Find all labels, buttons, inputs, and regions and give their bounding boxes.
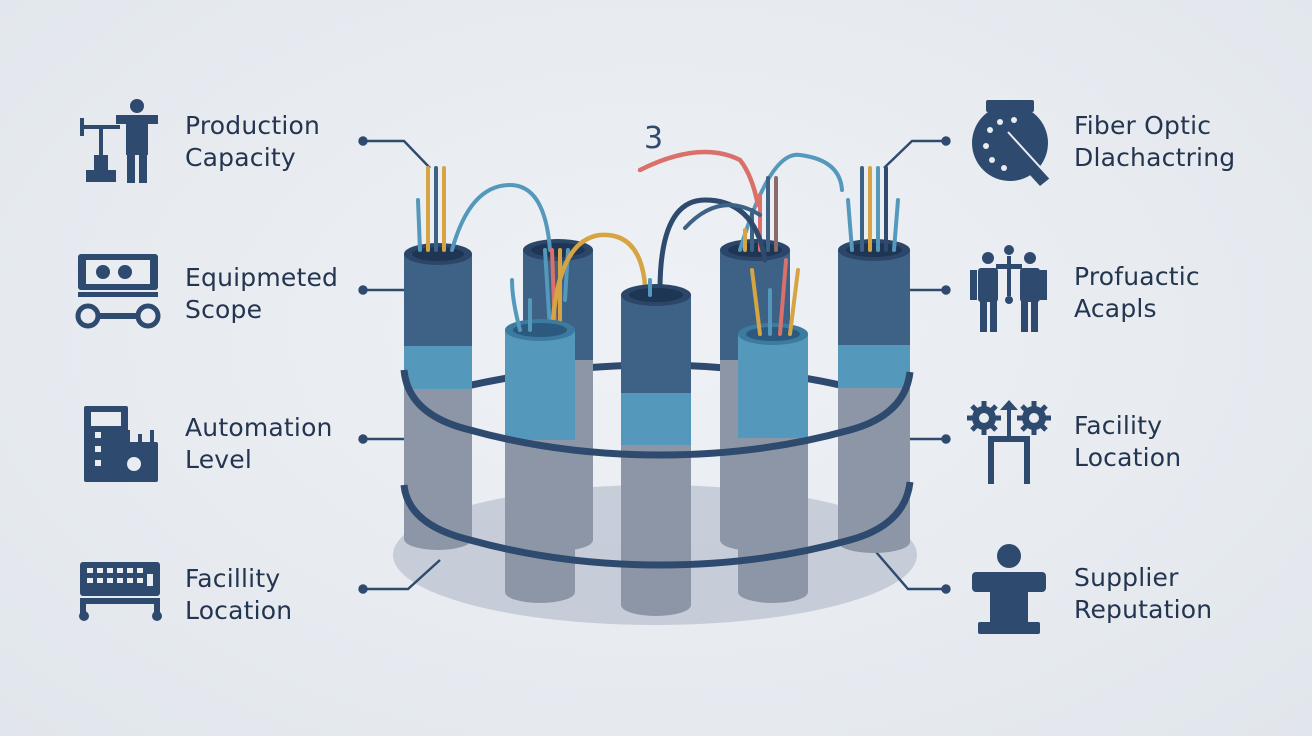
left-label-1: Production Capacity <box>185 110 320 174</box>
control-panel-icon <box>84 406 158 482</box>
right-label-4-line1: Supplier <box>1074 563 1179 592</box>
right-label-2-line2: Acapls <box>1074 294 1157 323</box>
left-label-3-line2: Level <box>185 445 252 474</box>
right-label-2: Profuactic Acapls <box>1074 261 1200 325</box>
machine-cart-icon <box>75 254 161 329</box>
cylinder-left-back <box>404 243 472 550</box>
person-podium-icon <box>972 544 1046 634</box>
cylinder-center <box>621 284 691 616</box>
fiber-strands-back <box>416 152 900 332</box>
left-label-1-line1: Production <box>185 111 321 140</box>
people-handshake-icon <box>970 245 1047 332</box>
right-label-3: Facility Location <box>1074 410 1181 474</box>
gears-crane-icon <box>967 400 1051 484</box>
right-label-4-line2: Reputation <box>1074 595 1213 624</box>
right-label-3-line1: Facility <box>1074 411 1163 440</box>
ring-lower <box>400 481 914 569</box>
right-label-3-line2: Location <box>1074 443 1182 472</box>
left-label-3-line1: Automation <box>185 413 333 442</box>
left-label-3: Automation Level <box>185 412 333 476</box>
right-label-1: Fiber Optic Dlachactring <box>1074 110 1235 174</box>
left-label-2-line1: Equipmeted <box>185 263 339 292</box>
keyboard-cart-icon <box>79 562 162 621</box>
right-label-4: Supplier Reputation <box>1074 562 1212 626</box>
right-label-1-line1: Fiber Optic <box>1074 111 1212 140</box>
fiber-strands-front <box>510 258 800 336</box>
callout-number: 3 <box>644 121 663 156</box>
left-label-4-line2: Location <box>185 596 293 625</box>
left-label-1-line2: Capacity <box>185 143 296 172</box>
left-label-2-line2: Scope <box>185 295 263 324</box>
cylinder-front-left <box>505 319 575 603</box>
right-label-1-line2: Dlachactring <box>1074 143 1236 172</box>
ring-upper <box>400 369 914 459</box>
left-label-4-line1: Facillity <box>185 564 281 593</box>
fiber-arches <box>550 149 768 323</box>
fiber-cutter-disc-icon <box>972 100 1051 186</box>
left-label-4: Facillity Location <box>185 563 292 627</box>
worker-with-tool-icon <box>80 99 158 183</box>
right-label-2-line1: Profuactic <box>1074 262 1200 291</box>
left-label-2: Equipmeted Scope <box>185 262 338 326</box>
